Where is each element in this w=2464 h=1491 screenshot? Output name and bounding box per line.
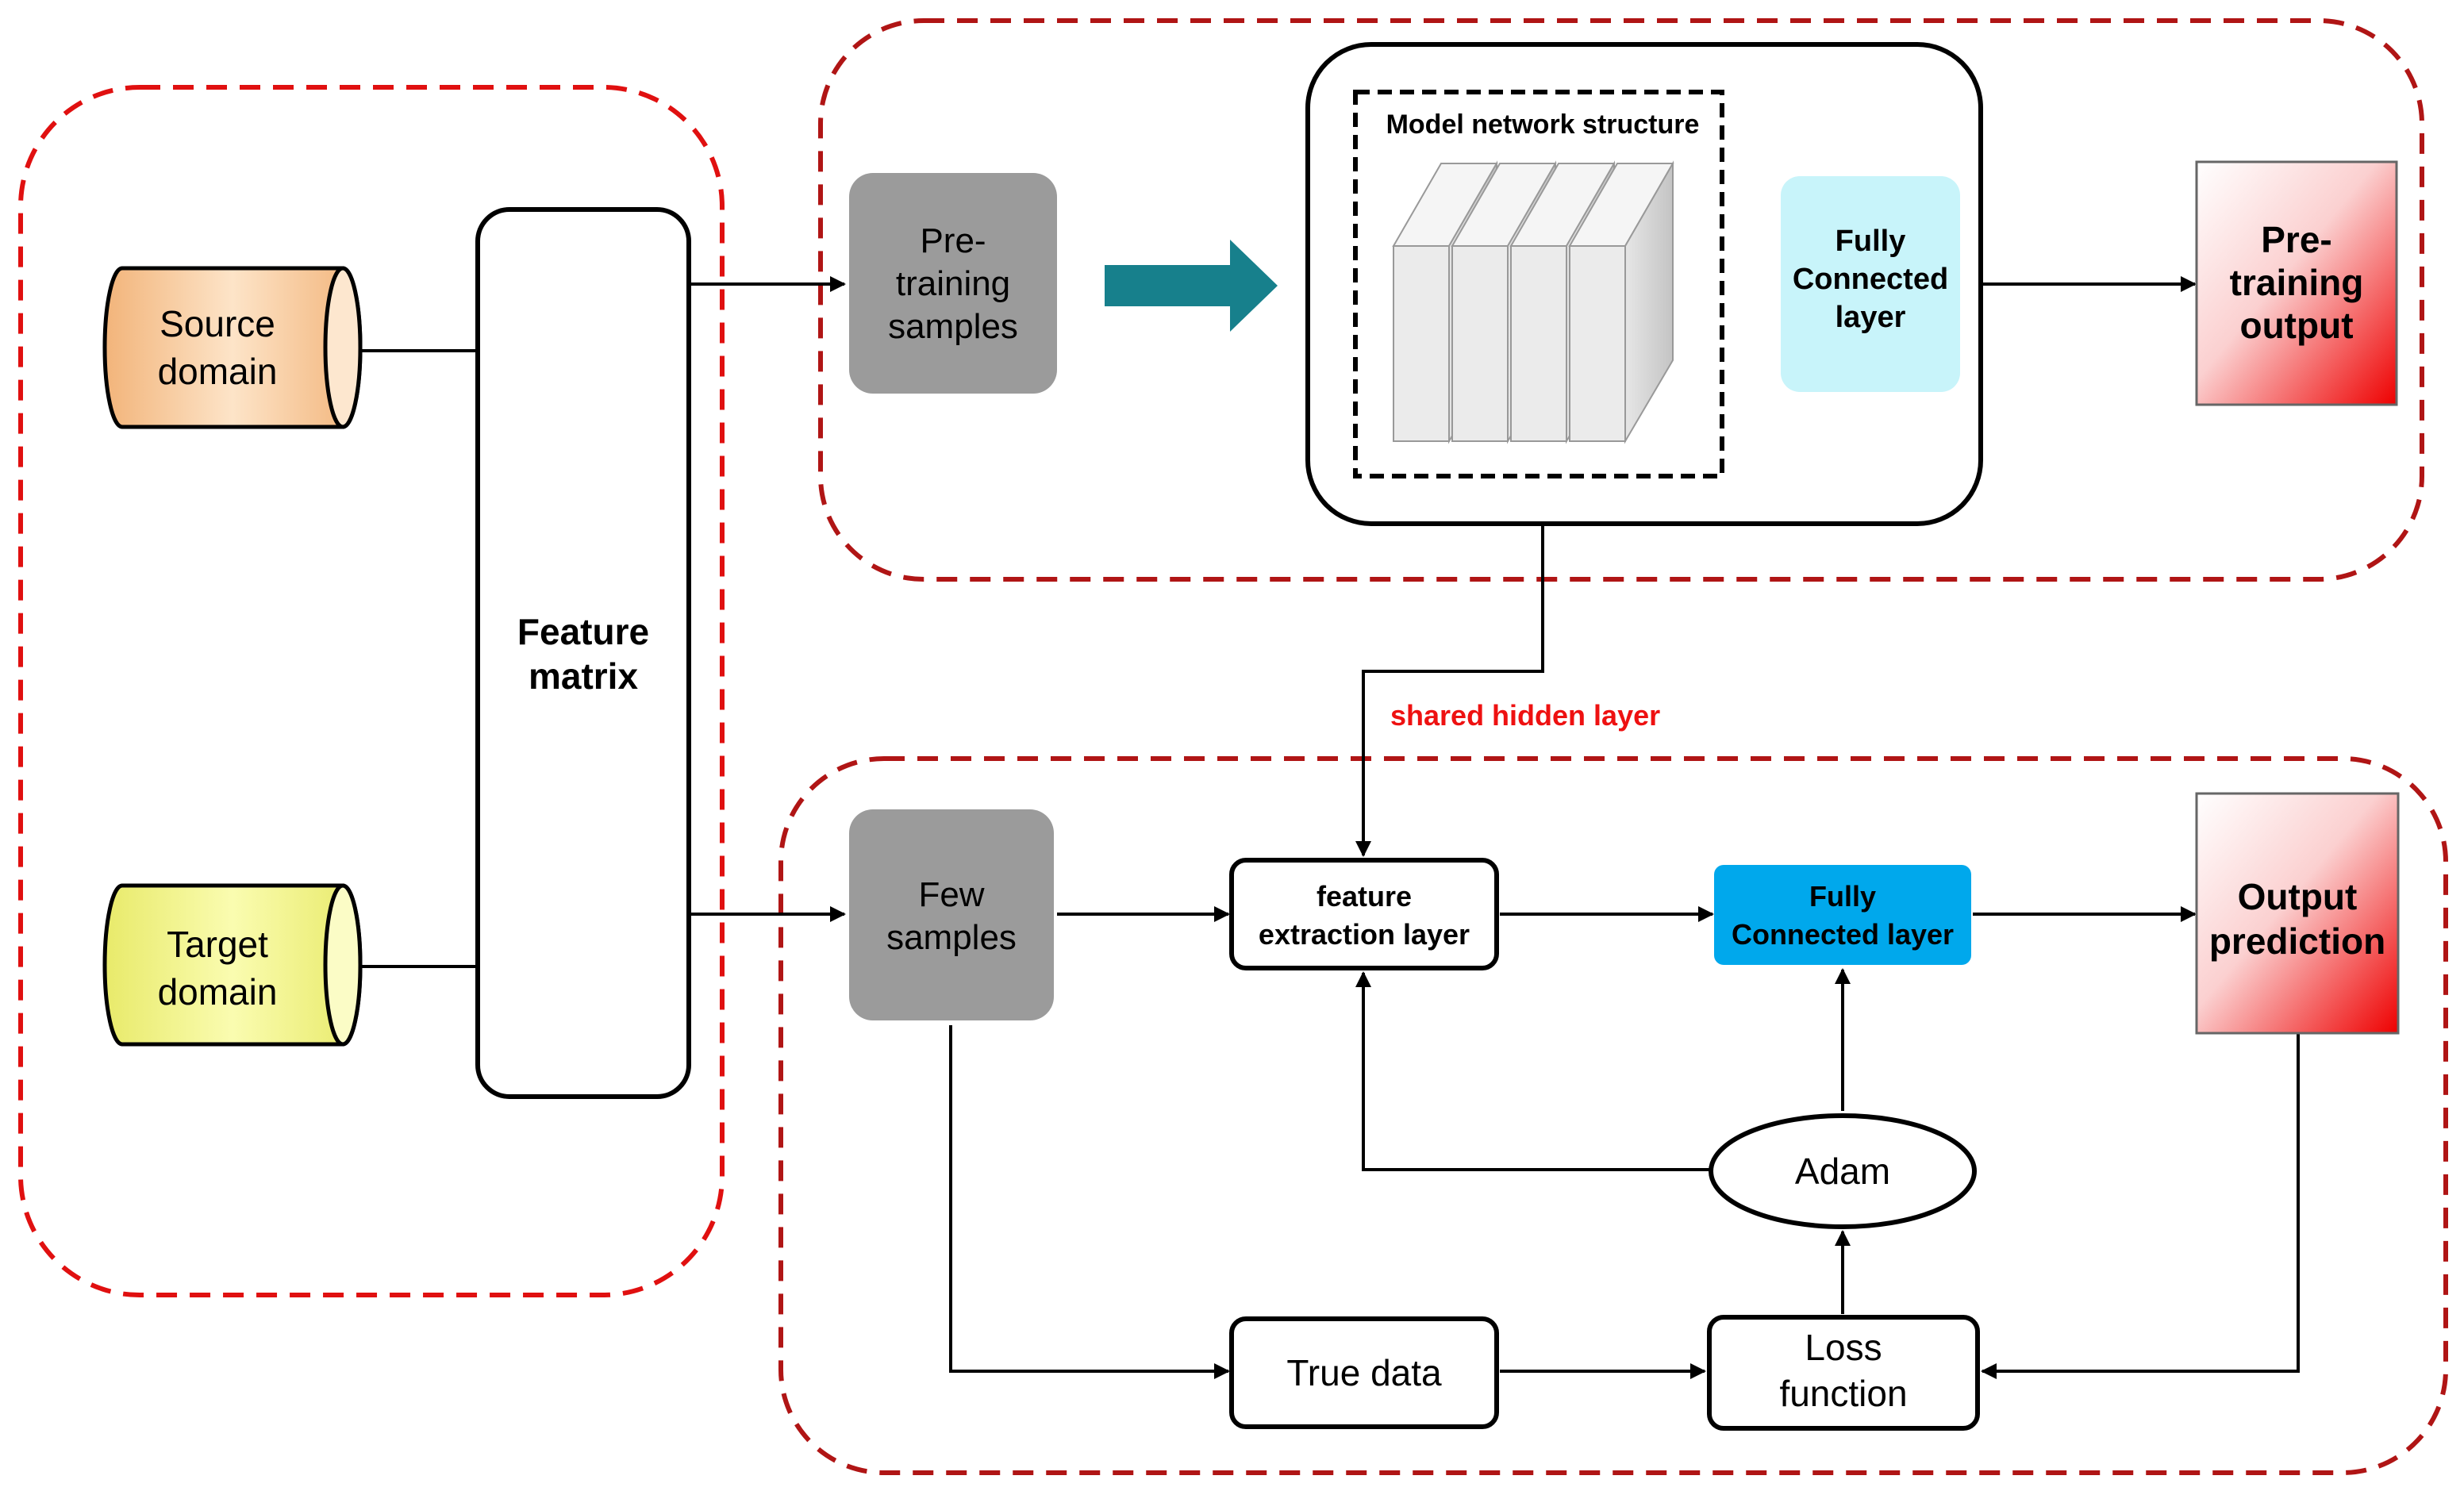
adam-label: Adam bbox=[1795, 1151, 1890, 1192]
fc-top-label-2: Connected bbox=[1793, 263, 1948, 296]
network-layer-slab bbox=[1568, 160, 1674, 444]
teal-block-arrow bbox=[1105, 240, 1278, 332]
source-domain-cylinder: Source domain bbox=[102, 266, 363, 429]
feature-extraction-label-1: feature bbox=[1317, 880, 1412, 913]
few-samples-label-2: samples bbox=[886, 918, 1017, 957]
true-data-box: True data bbox=[1229, 1316, 1499, 1429]
pretraining-samples-label-3: samples bbox=[888, 307, 1018, 346]
source-domain-label-2: domain bbox=[158, 351, 278, 392]
network-layer-slabs bbox=[1392, 160, 1674, 444]
fc-top-label-3: layer bbox=[1836, 301, 1906, 334]
feature-extraction-label-2: extraction layer bbox=[1259, 918, 1470, 951]
shared-hidden-layer-label: shared hidden layer bbox=[1390, 699, 1660, 732]
feature-matrix-label-2: matrix bbox=[529, 655, 638, 697]
feature-extraction-layer-box: feature extraction layer bbox=[1229, 858, 1499, 970]
target-domain-cylinder: Target domain bbox=[102, 883, 363, 1047]
feature-matrix-label-1: Feature bbox=[517, 611, 649, 652]
target-domain-label-2: domain bbox=[158, 971, 278, 1013]
adam-optimizer-ellipse: Adam bbox=[1709, 1113, 1977, 1229]
fc-bottom-label-2: Connected layer bbox=[1732, 918, 1954, 951]
true-data-label: True data bbox=[1286, 1352, 1442, 1393]
arrow-shared-hidden-layer bbox=[1355, 476, 1544, 857]
pretraining-samples-label-1: Pre- bbox=[920, 221, 986, 260]
pretraining-region bbox=[818, 18, 2424, 582]
fc-bottom-label-1: Fully bbox=[1809, 880, 1876, 913]
loss-function-box: Loss function bbox=[1707, 1315, 1980, 1431]
model-network-structure-box bbox=[1353, 90, 1724, 478]
fc-layer-top: Fully Connected layer bbox=[1781, 176, 1960, 392]
output-prediction-box: Output prediction bbox=[2195, 792, 2400, 1035]
pretraining-output-label-2: training bbox=[2230, 262, 2364, 303]
source-domain-label-1: Source bbox=[160, 303, 275, 344]
loss-function-label-1: Loss bbox=[1805, 1327, 1882, 1368]
output-prediction-label-1: Output bbox=[2238, 876, 2358, 917]
few-samples-label-1: Few bbox=[918, 875, 984, 914]
finetuning-region bbox=[778, 756, 2448, 1475]
arrow-adam-to-feature bbox=[1355, 971, 1711, 1171]
arrow-few-samples-to-true-data bbox=[949, 1025, 1230, 1379]
pretraining-output-label-3: output bbox=[2239, 305, 2353, 346]
pretraining-samples-box: Pre- training samples bbox=[849, 173, 1057, 394]
few-samples-box: Few samples bbox=[849, 809, 1054, 1020]
fc-layer-bottom: Fully Connected layer bbox=[1714, 865, 1971, 965]
pretraining-samples-label-2: training bbox=[896, 264, 1010, 303]
loss-function-label-2: function bbox=[1779, 1373, 1907, 1414]
arrow-output-to-loss bbox=[1981, 1033, 2300, 1379]
fc-top-label-1: Fully bbox=[1836, 225, 1906, 258]
feature-matrix-box: Feature matrix bbox=[475, 207, 691, 1099]
input-region bbox=[18, 85, 725, 1297]
pretraining-output-box: Pre- training output bbox=[2195, 160, 2398, 406]
pretraining-output-label-1: Pre- bbox=[2261, 219, 2331, 260]
target-domain-label-1: Target bbox=[167, 924, 268, 965]
output-prediction-label-2: prediction bbox=[2209, 920, 2385, 962]
model-network-structure-label: Model network structure bbox=[1386, 110, 1700, 140]
